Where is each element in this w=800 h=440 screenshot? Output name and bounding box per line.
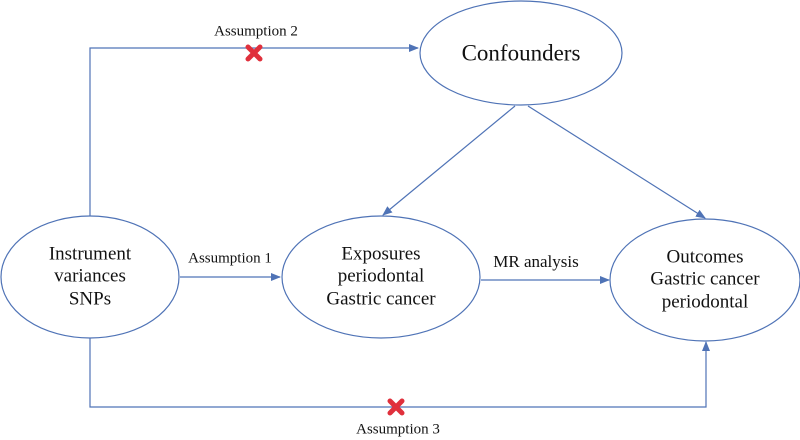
instrument-label-line-3: SNPs [68,288,112,310]
assumption1-label: Assumption 1 [188,250,272,267]
exposures-node [281,215,481,339]
instrument-label: Instrument variances SNPs [49,243,131,310]
exposures-label: Exposures periodontal Gastric cancer [326,243,435,310]
red-x-cross-icon [245,44,263,62]
exposures-label-line-2: periodontal [337,265,425,287]
confounders-label: Confounders [462,39,581,66]
assumption3-label: Assumption 3 [356,421,440,438]
confounders-label-line: Confounders [461,40,581,66]
outcomes-label-line-2: Gastric cancer [650,268,760,290]
instrument-label-line-1: Instrument [48,243,132,265]
outcomes-label-line-3: periodontal [661,291,749,313]
assumption3-edge [89,338,710,408]
assumption2-edge [89,44,419,216]
mr-analysis-label: MR analysis [493,252,579,271]
confounders-to-exposures-edge [382,105,516,216]
confounders-node [419,0,623,106]
outcomes-label-line-1: Outcomes [666,246,744,268]
instrument-label-line-2: variances [54,265,126,287]
outcomes-label: Outcomes Gastric cancer periodontal [650,246,759,313]
assumption2-label: Assumption 2 [214,23,298,40]
exposures-label-line-3: Gastric cancer [326,288,436,310]
red-x-cross-icon [387,398,405,416]
exposures-label-line-1: Exposures [341,243,421,265]
confounders-to-outcomes-edge [527,105,706,219]
